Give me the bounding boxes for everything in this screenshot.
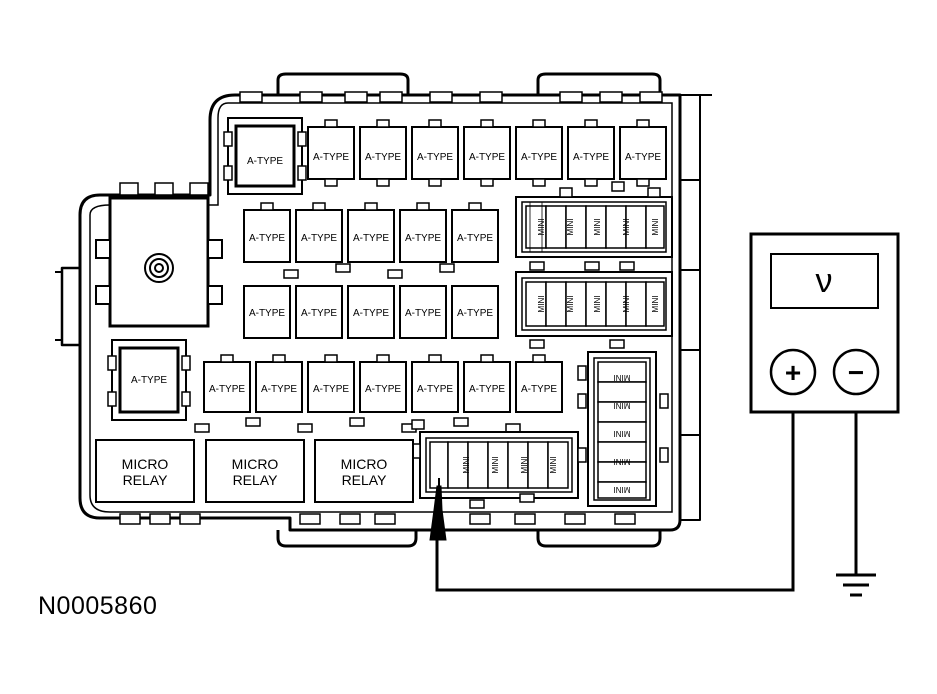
fuse-row-3 bbox=[243, 285, 499, 339]
a-type-label: A-TYPE bbox=[405, 308, 441, 319]
mini-label: MINI bbox=[491, 457, 500, 474]
micro-relay-label-line1: MICRO bbox=[122, 456, 169, 472]
micro-relay-label-line2: RELAY bbox=[233, 472, 279, 488]
mini-label: MINI bbox=[614, 485, 631, 494]
fuse-box-inner-edge bbox=[89, 102, 673, 513]
bottom-tabs bbox=[119, 513, 636, 525]
micro-relay-label-line1: MICRO bbox=[232, 456, 279, 472]
a-type-label: A-TYPE bbox=[521, 152, 557, 163]
a-type-label: A-TYPE bbox=[573, 152, 609, 163]
mini-label: MINI bbox=[614, 401, 631, 410]
a-type-label: A-TYPE bbox=[405, 233, 441, 244]
a-type-label: A-TYPE bbox=[521, 384, 557, 395]
mini-label: MINI bbox=[549, 457, 558, 474]
framed-a-type-top: A-TYPE bbox=[223, 117, 307, 195]
micro-relay-1: MICRO RELAY bbox=[95, 439, 195, 503]
a-type-label: A-TYPE bbox=[417, 384, 453, 395]
mini-label: MINI bbox=[614, 429, 631, 438]
mini-fuse-block-1: MINI MINI MINI MINI MINI bbox=[515, 181, 673, 271]
micro-relay-label-line2: RELAY bbox=[123, 472, 169, 488]
a-type-label: A-TYPE bbox=[249, 308, 285, 319]
mini-label: MINI bbox=[651, 219, 660, 236]
a-type-label: A-TYPE bbox=[131, 375, 167, 386]
a-type-label: A-TYPE bbox=[469, 152, 505, 163]
mini-fuse-block-2: MINI MINI MINI MINI MINI bbox=[515, 271, 673, 349]
a-type-label: A-TYPE bbox=[353, 308, 389, 319]
mini-label: MINI bbox=[537, 219, 546, 236]
micro-relay-3: MICRO RELAY bbox=[314, 439, 414, 503]
micro-relay-label-line1: MICRO bbox=[341, 456, 388, 472]
mini-label: MINI bbox=[566, 219, 575, 236]
a-type-label: A-TYPE bbox=[469, 384, 505, 395]
fuse-row-2 bbox=[243, 202, 499, 279]
fuse-row-4 bbox=[194, 354, 587, 433]
mini-label: MINI bbox=[622, 219, 631, 236]
test-leads bbox=[435, 390, 858, 592]
negative-terminal-symbol: − bbox=[848, 357, 864, 388]
a-type-label: A-TYPE bbox=[313, 384, 349, 395]
a-type-label: A-TYPE bbox=[247, 156, 283, 167]
positive-terminal-symbol: + bbox=[785, 357, 801, 388]
fuse-box-housing bbox=[55, 72, 712, 548]
a-type-label: A-TYPE bbox=[301, 233, 337, 244]
mini-label: MINI bbox=[462, 457, 471, 474]
a-type-label: A-TYPE bbox=[457, 308, 493, 319]
a-type-label: A-TYPE bbox=[249, 233, 285, 244]
a-type-label: A-TYPE bbox=[261, 384, 297, 395]
fuse-row-1 bbox=[307, 119, 667, 187]
a-type-label: A-TYPE bbox=[209, 384, 245, 395]
fuse-row-4-labels: A-TYPE A-TYPE A-TYPE A-TYPE A-TYPE A-TYP… bbox=[209, 384, 557, 395]
mini-label: MINI bbox=[622, 296, 631, 313]
a-type-label: A-TYPE bbox=[417, 152, 453, 163]
a-type-label: A-TYPE bbox=[313, 152, 349, 163]
micro-relay-2: MICRO RELAY bbox=[205, 439, 305, 503]
mini-fuse-block-3: MINI MINI MINI MINI MINI bbox=[587, 351, 669, 507]
mini-fuse-block-4: MINI MINI MINI MINI bbox=[411, 419, 587, 509]
a-type-label: A-TYPE bbox=[625, 152, 661, 163]
a-type-label: A-TYPE bbox=[365, 384, 401, 395]
a-type-label: A-TYPE bbox=[365, 152, 401, 163]
mini-label: MINI bbox=[614, 373, 631, 382]
mini-label: MINI bbox=[614, 457, 631, 466]
mini-label: MINI bbox=[537, 296, 546, 313]
figure-id: N0005860 bbox=[38, 592, 158, 620]
a-type-label: A-TYPE bbox=[353, 233, 389, 244]
mini-label: MINI bbox=[566, 296, 575, 313]
top-tabs bbox=[119, 91, 663, 196]
a-type-label: A-TYPE bbox=[301, 308, 337, 319]
large-relay-socket bbox=[95, 196, 223, 328]
mini-label: MINI bbox=[651, 296, 660, 313]
fuse-row-1-labels: A-TYPE A-TYPE A-TYPE A-TYPE A-TYPE A-TYP… bbox=[313, 152, 661, 163]
ground-icon bbox=[836, 573, 876, 597]
mini-label: MINI bbox=[520, 457, 529, 474]
fuse-row-3-labels: A-TYPE A-TYPE A-TYPE A-TYPE A-TYPE bbox=[249, 308, 493, 319]
a-type-label: A-TYPE bbox=[457, 233, 493, 244]
framed-a-type-left: A-TYPE bbox=[107, 339, 191, 421]
voltmeter: ν + − bbox=[749, 232, 900, 414]
fuse-row-2-labels: A-TYPE A-TYPE A-TYPE A-TYPE A-TYPE bbox=[249, 233, 493, 244]
probe-icon bbox=[429, 478, 447, 541]
micro-relay-label-line2: RELAY bbox=[342, 472, 388, 488]
meter-display-symbol: ν bbox=[816, 262, 833, 300]
mini-label: MINI bbox=[593, 296, 602, 313]
mini-label: MINI bbox=[593, 219, 602, 236]
